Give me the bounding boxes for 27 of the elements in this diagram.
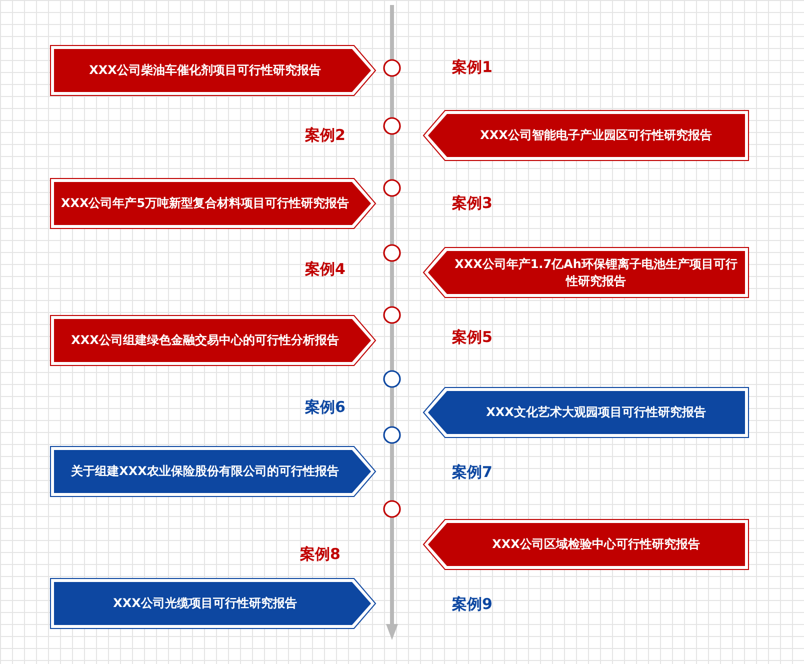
arrow-banner [423, 110, 749, 161]
case-label: 案例9 [452, 595, 492, 614]
case-label: 案例6 [305, 398, 346, 417]
banner-text: XXX文化艺术大观园项目可行性研究报告 [486, 404, 706, 421]
banner-text: XXX公司柴油车催化剂项目可行性研究报告 [89, 62, 321, 79]
arrow-banner [423, 247, 749, 298]
case-label: 案例2 [305, 126, 346, 145]
case-label: 案例3 [452, 194, 492, 213]
case-label: 案例8 [300, 545, 340, 564]
banner-text: XXX公司年产5万吨新型复合材料项目可行性研究报告 [60, 195, 350, 212]
arrow-banner [50, 45, 376, 96]
case-label: 案例5 [452, 328, 492, 347]
case-label: 案例7 [452, 463, 492, 482]
case-label: 案例4 [305, 260, 346, 279]
arrow-banner [423, 519, 749, 570]
banner-text: XXX公司智能电子产业园区可行性研究报告 [480, 127, 712, 144]
case-label: 案例1 [452, 58, 492, 77]
banner-text: XXX公司年产1.7亿Ah环保锂离子电池生产项目可行性研究报告 [454, 256, 738, 290]
banner-text: 关于组建XXX农业保险股份有限公司的可行性报告 [71, 463, 339, 480]
banner-text: XXX公司组建绿色金融交易中心的可行性分析报告 [71, 332, 339, 349]
arrow-banner [423, 387, 749, 438]
arrow-banner [50, 315, 376, 366]
banner-text: XXX公司区域检验中心可行性研究报告 [492, 536, 700, 553]
arrow-banner [50, 578, 376, 629]
banner-text: XXX公司光缆项目可行性研究报告 [113, 595, 297, 612]
arrow-banner [50, 178, 376, 229]
arrow-banner [50, 446, 376, 497]
